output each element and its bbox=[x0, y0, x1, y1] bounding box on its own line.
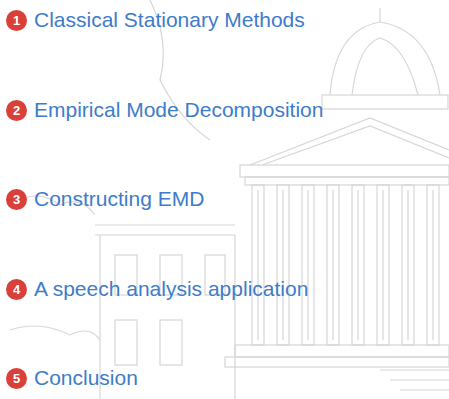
outline-item: 5 Conclusion bbox=[6, 366, 138, 390]
section-title: Empirical Mode Decomposition bbox=[34, 98, 323, 122]
outline-item: 3 Constructing EMD bbox=[6, 187, 204, 211]
section-title: Conclusion bbox=[34, 366, 138, 390]
section-number: 2 bbox=[6, 100, 27, 121]
section-title: Classical Stationary Methods bbox=[34, 8, 305, 32]
section-number: 3 bbox=[6, 189, 27, 210]
outline-item: 1 Classical Stationary Methods bbox=[6, 8, 305, 32]
section-title: A speech analysis application bbox=[34, 277, 308, 301]
outline-item: 4 A speech analysis application bbox=[6, 277, 308, 301]
outline-item: 2 Empirical Mode Decomposition bbox=[6, 98, 323, 122]
section-title: Constructing EMD bbox=[34, 187, 204, 211]
section-number: 4 bbox=[6, 279, 27, 300]
section-number: 5 bbox=[6, 368, 27, 389]
section-number: 1 bbox=[6, 10, 27, 31]
